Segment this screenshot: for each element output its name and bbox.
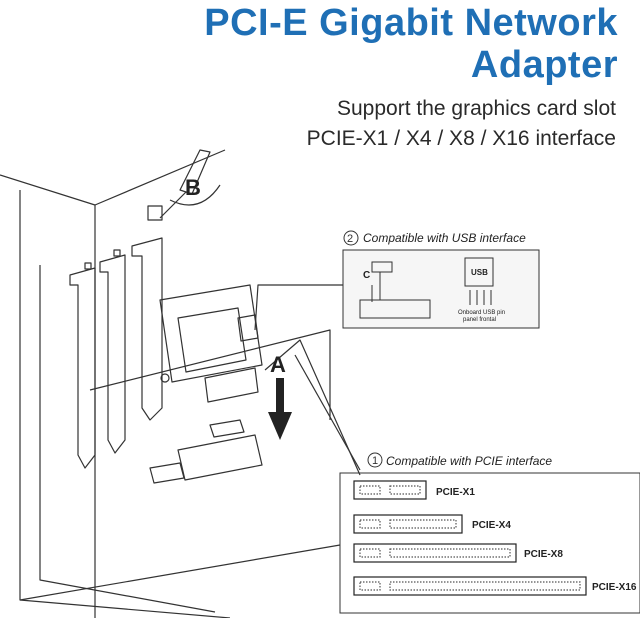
mb-slot-small-2 (149, 462, 185, 484)
pci-bracket-2 (99, 254, 126, 454)
pcie-callout-number: 1 (372, 455, 378, 467)
screwdriver-shaft (159, 191, 187, 219)
usb-callout (342, 230, 540, 329)
bracket-screw-hole-1 (84, 262, 92, 270)
pcie-callout-box (339, 472, 640, 614)
usb-detail-usb-label: USB (471, 268, 488, 277)
subtitle-line-2: PCIE-X1 / X4 / X8 / X16 interface (306, 127, 616, 150)
pcie-callout-number-circle (367, 452, 383, 468)
adapter-screw (160, 373, 170, 383)
usb-callout-box (342, 249, 540, 329)
pcie-slot-x4-label: PCIE-X4 (472, 520, 511, 531)
case-top-edge (94, 149, 226, 206)
usb-detail-pins (469, 290, 492, 305)
case-floor (19, 544, 341, 601)
title-line-1: PCI-E Gigabit Network (204, 2, 618, 44)
pcie-slot-x1 (353, 480, 427, 500)
adapter-card-board (159, 284, 263, 383)
label-b: B (185, 175, 201, 200)
mb-slot-small-1 (209, 419, 245, 438)
pcie-callout-connector-2 (294, 354, 361, 471)
case-back-panel (39, 265, 216, 613)
adapter-card-edge-connector (204, 367, 259, 403)
pcie-slot-x8-label: PCIE-X8 (524, 549, 563, 560)
screw-arc (169, 184, 221, 206)
mb-slot-large (177, 434, 263, 481)
subtitle-line-1: Support the graphics card slot (337, 97, 616, 120)
screwdriver-handle (179, 149, 211, 195)
usb-detail-caption-2: panel frontal (463, 317, 496, 323)
pcie-slot-x16 (353, 576, 587, 596)
screw (147, 205, 163, 221)
page-title: PCI-E Gigabit Network Adapter (204, 2, 618, 86)
usb-callout-connector (254, 284, 345, 331)
bracket-screw-hole-2 (113, 249, 121, 257)
title-line-2: Adapter (470, 44, 618, 86)
label-a: A (270, 352, 286, 377)
usb-detail-port (464, 257, 494, 287)
pcie-callout-text: Compatible with PCIE interface (386, 454, 552, 468)
pci-bracket-1 (69, 267, 96, 469)
pcie-slot-x16-label: PCIE-X16 (592, 582, 637, 593)
install-arrow (268, 378, 292, 440)
usb-detail-board (359, 299, 431, 319)
pcie-slot-x4 (353, 514, 463, 534)
case-outline (0, 174, 96, 618)
pcie-callout (339, 452, 640, 614)
usb-callout-text: Compatible with USB interface (363, 231, 526, 245)
usb-detail-c-label: C (363, 270, 370, 281)
usb-callout-number: 2 (347, 233, 353, 245)
usb-callout-number-circle (343, 230, 359, 246)
pcie-slot-x8 (353, 543, 517, 563)
pcie-callout-connector (264, 339, 361, 476)
usb-detail-caption-1: Onboard USB pin (458, 310, 505, 316)
pci-bracket-3 (131, 237, 163, 421)
pcie-slot-x1-label: PCIE-X1 (436, 487, 475, 498)
adapter-card-chip (177, 307, 247, 373)
adapter-usb-header (237, 314, 259, 342)
usb-detail-cable (371, 261, 393, 300)
